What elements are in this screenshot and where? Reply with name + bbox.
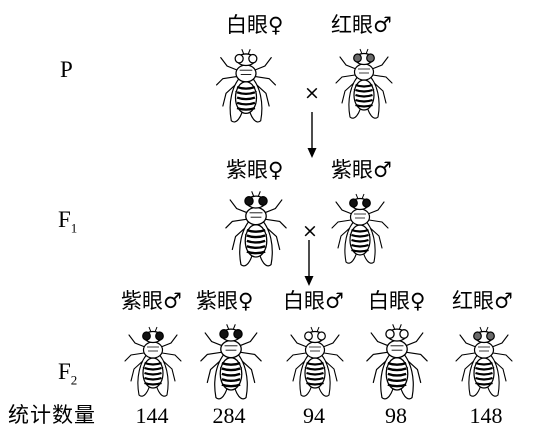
- gen-label-f1: F1: [58, 208, 77, 235]
- f2-label-5: 红眼♂: [452, 291, 513, 312]
- f2-label-1: 紫眼♂: [121, 291, 182, 312]
- gen-label-f1-base: F: [58, 207, 71, 232]
- stat-label: 统计数量: [8, 405, 96, 426]
- gen-label-f2-base: F: [58, 359, 71, 384]
- f2-count-4: 98: [366, 405, 426, 427]
- fly-icon-p-female: [213, 45, 279, 127]
- gen-label-f2-sub: 2: [71, 373, 78, 388]
- arrow-p-to-f1: [305, 112, 319, 160]
- f2-label-4: 白眼♀: [368, 291, 425, 312]
- f2-count-3: 94: [284, 405, 344, 427]
- cross-symbol-p: ×: [304, 84, 320, 103]
- fly-icon-f2-1: [122, 323, 184, 401]
- p-female-label: 白眼♀: [226, 15, 283, 36]
- fly-icon-f2-5: [453, 323, 515, 401]
- fly-icon-p-male: [333, 45, 395, 123]
- f2-count-2: 284: [199, 405, 259, 427]
- f2-count-1: 144: [122, 405, 182, 427]
- gen-label-p: P: [60, 58, 73, 81]
- fly-icon-f2-4: [363, 320, 431, 404]
- f1-male-label: 紫眼♂: [331, 160, 392, 181]
- f2-label-2: 紫眼♀: [196, 291, 253, 312]
- fly-icon-f2-2: [197, 320, 265, 404]
- arrow-f1-to-f2: [302, 240, 316, 288]
- fly-icon-f1-female: [222, 187, 290, 271]
- p-male-label: 红眼♂: [331, 15, 392, 36]
- gen-label-f1-sub: 1: [71, 221, 78, 236]
- f1-female-label: 紫眼♀: [226, 160, 283, 181]
- gen-label-f2: F2: [58, 360, 77, 387]
- f2-count-5: 148: [456, 405, 516, 427]
- f2-label-3: 白眼♂: [283, 291, 344, 312]
- fly-icon-f1-male: [329, 190, 391, 268]
- cross-symbol-f1: ×: [302, 222, 318, 241]
- fly-icon-f2-3: [284, 323, 346, 401]
